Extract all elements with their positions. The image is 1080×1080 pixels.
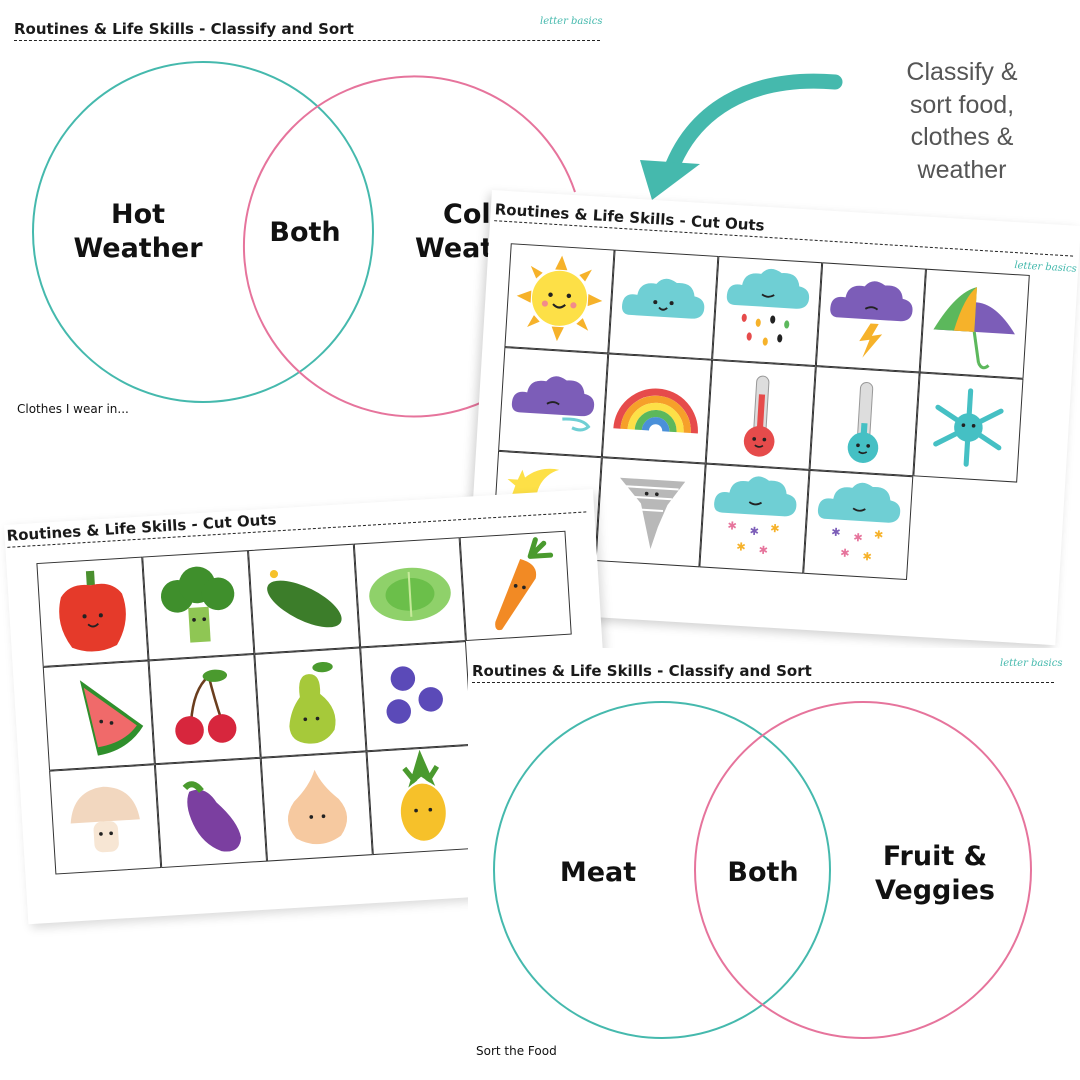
- weather-venn-header: Routines & Life Skills - Classify and So…: [14, 20, 354, 38]
- svg-text:✱: ✱: [831, 526, 841, 540]
- storm-cloud-cutout[interactable]: [815, 262, 927, 373]
- cherries-cutout[interactable]: [148, 653, 261, 765]
- eggplant-icon: [182, 781, 242, 852]
- cucumber-cutout[interactable]: [247, 543, 361, 654]
- both-label: Both: [727, 857, 799, 888]
- carrot-cutout[interactable]: [459, 530, 572, 642]
- eggplant-cutout[interactable]: [154, 757, 268, 869]
- capsicum-cutout[interactable]: [36, 556, 149, 667]
- svg-text:✱: ✱: [749, 525, 759, 539]
- svg-text:✱: ✱: [853, 531, 863, 545]
- food-cutouts-sheet: Routines & Life Skills - Cut Outs: [4, 488, 618, 925]
- food-venn-header: Routines & Life Skills - Classify and So…: [472, 662, 812, 680]
- header-divider: [472, 682, 1054, 683]
- cloud-icon: [622, 278, 705, 319]
- hot-thermometer-icon: [743, 375, 775, 457]
- blueberries-cutout[interactable]: [360, 641, 473, 752]
- weather-venn-diagram: [32, 61, 576, 418]
- callout-text: Classify & sort food, clothes & weather: [906, 58, 1018, 184]
- svg-text:✱: ✱: [770, 522, 780, 536]
- snow-cloud-icon: ✱✱✱✱✱: [817, 482, 901, 564]
- snowflake-icon: [933, 388, 1004, 467]
- brand-logo: letter basics: [1000, 658, 1063, 669]
- cold-thermometer-icon: [847, 381, 879, 463]
- broccoli-cutout[interactable]: [142, 550, 255, 661]
- cold-weather-circle: [242, 75, 576, 418]
- tornado-icon: [620, 477, 686, 550]
- snow-cloud-cutout[interactable]: ✱✱✱✱✱: [803, 469, 914, 581]
- lettuce-icon: [369, 567, 451, 621]
- watermelon-cutout[interactable]: [42, 660, 155, 771]
- watermelon-icon: [79, 680, 144, 756]
- weather-venn-footer: Clothes I wear in...: [17, 402, 129, 416]
- carrot-icon: [495, 537, 554, 631]
- mushroom-icon: [70, 786, 140, 853]
- fruit-veggies-circle: [694, 701, 1032, 1039]
- pear-icon: [289, 662, 336, 744]
- rain-cloud-icon: [726, 268, 810, 346]
- broccoli-icon: [160, 566, 235, 643]
- wind-cloud-cutout[interactable]: [498, 347, 609, 458]
- brand-logo: letter basics: [540, 16, 603, 27]
- cold-thermometer-cutout[interactable]: [809, 366, 920, 477]
- svg-text:✱: ✱: [758, 544, 768, 558]
- onion-icon: [287, 769, 348, 845]
- snow-cloud-cutout[interactable]: ✱✱✱✱✱: [699, 463, 810, 574]
- svg-text:✱: ✱: [874, 528, 884, 542]
- weather-cutouts-sheet: Routines & Life Skills - Cut Outs letter…: [466, 190, 1080, 646]
- food-venn-sheet: Routines & Life Skills - Classify and So…: [468, 648, 1080, 1080]
- sun-cutout[interactable]: [504, 243, 615, 354]
- capsicum-icon: [59, 570, 126, 652]
- onion-cutout[interactable]: [260, 751, 373, 862]
- header-divider: [14, 40, 600, 41]
- fruit-veggies-label: Fruit &Veggies: [874, 841, 996, 906]
- svg-text:✱: ✱: [840, 547, 850, 561]
- snowflake-cutout[interactable]: [913, 372, 1024, 483]
- food-venn-diagram: [493, 701, 1032, 1039]
- pineapple-icon: [400, 749, 446, 841]
- tornado-cutout[interactable]: [595, 457, 706, 568]
- cucumber-icon: [267, 570, 342, 628]
- hot-thermometer-cutout[interactable]: [705, 359, 816, 470]
- pear-cutout[interactable]: [254, 647, 367, 758]
- cloud-cutout[interactable]: [608, 249, 719, 360]
- food-venn-footer: Sort the Food: [476, 1044, 557, 1058]
- rainbow-icon: [613, 388, 698, 434]
- svg-text:✱: ✱: [727, 519, 737, 533]
- wind-cloud-icon: [511, 376, 595, 432]
- blueberries-icon: [386, 666, 443, 724]
- rainbow-cutout[interactable]: [601, 353, 713, 464]
- mushroom-cutout[interactable]: [49, 764, 162, 875]
- curved-arrow-icon: [640, 73, 843, 200]
- cherries-icon: [175, 669, 237, 745]
- svg-text:✱: ✱: [736, 540, 746, 554]
- svg-text:✱: ✱: [862, 550, 872, 564]
- umbrella-cutout[interactable]: [919, 268, 1030, 379]
- food-cutouts-header: Routines & Life Skills - Cut Outs: [6, 510, 277, 545]
- sun-icon: [516, 255, 603, 342]
- meat-label: Meat: [559, 857, 637, 888]
- brand-logo: letter basics: [1014, 260, 1078, 275]
- lettuce-cutout[interactable]: [353, 537, 466, 648]
- pineapple-cutout[interactable]: [366, 744, 479, 856]
- hot-weather-circle: [32, 61, 374, 403]
- umbrella-icon: [933, 287, 1015, 370]
- rain-cloud-cutout[interactable]: [712, 255, 823, 367]
- storm-cloud-icon: [830, 281, 913, 358]
- both-label: Both: [269, 217, 341, 248]
- snow-cloud-icon: ✱✱✱✱✱: [714, 476, 797, 558]
- meat-circle: [493, 701, 831, 1039]
